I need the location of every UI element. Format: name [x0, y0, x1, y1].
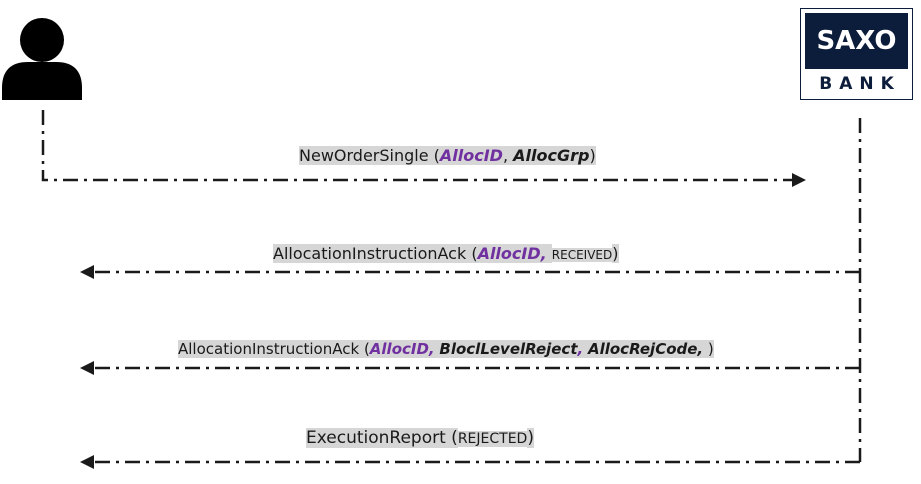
bank-logo-top: SAXO	[805, 13, 908, 69]
paren-close: )	[612, 244, 619, 263]
paren-close: )	[703, 340, 714, 358]
field-alloc-rej-code: AllocRejCode,	[587, 340, 704, 358]
status-rejected: REJECTED	[457, 431, 528, 447]
status-received: RECEIVED	[551, 248, 613, 262]
field-alloc-id: AllocID,	[369, 340, 435, 358]
arrowhead-left	[80, 265, 94, 279]
paren-open: (	[428, 146, 440, 165]
paren-close: )	[589, 146, 596, 165]
message-label-allocation-ack-reject: AllocationInstructionAck (AllocID, Blocl…	[178, 340, 714, 358]
message-name: AllocationInstructionAck	[273, 244, 467, 263]
message-name: AllocationInstructionAck	[178, 340, 360, 358]
field-alloc-id: AllocID	[439, 146, 503, 165]
field-alloc-grp: AllocGrp	[513, 146, 590, 165]
field-blocl-level-reject: BloclLevelReject	[439, 340, 578, 358]
arrowhead-left	[80, 455, 94, 469]
message-name: ExecutionReport	[306, 428, 446, 448]
paren-open: (	[466, 244, 478, 263]
paren-open: (	[445, 428, 458, 448]
separator: ,	[577, 340, 584, 358]
bank-logo-bottom: BANK	[819, 74, 901, 94]
field-alloc-id: AllocID,	[477, 244, 547, 263]
message-name: NewOrderSingle	[299, 146, 429, 165]
arrowhead-left	[80, 361, 94, 375]
bank-logo: SAXO BANK	[800, 8, 913, 100]
arrowhead-right	[792, 173, 806, 187]
paren-open: (	[359, 340, 370, 358]
person-icon	[2, 18, 82, 100]
message-label-new-order-single: NewOrderSingle (AllocID, AllocGrp)	[299, 146, 596, 165]
message-label-allocation-ack-received: AllocationInstructionAck (AllocID, RECEI…	[273, 244, 619, 263]
message-label-execution-report: ExecutionReport (REJECTED)	[306, 428, 534, 448]
separator: ,	[502, 146, 514, 165]
paren-close: )	[527, 428, 534, 448]
client-lifeline	[41, 110, 792, 182]
